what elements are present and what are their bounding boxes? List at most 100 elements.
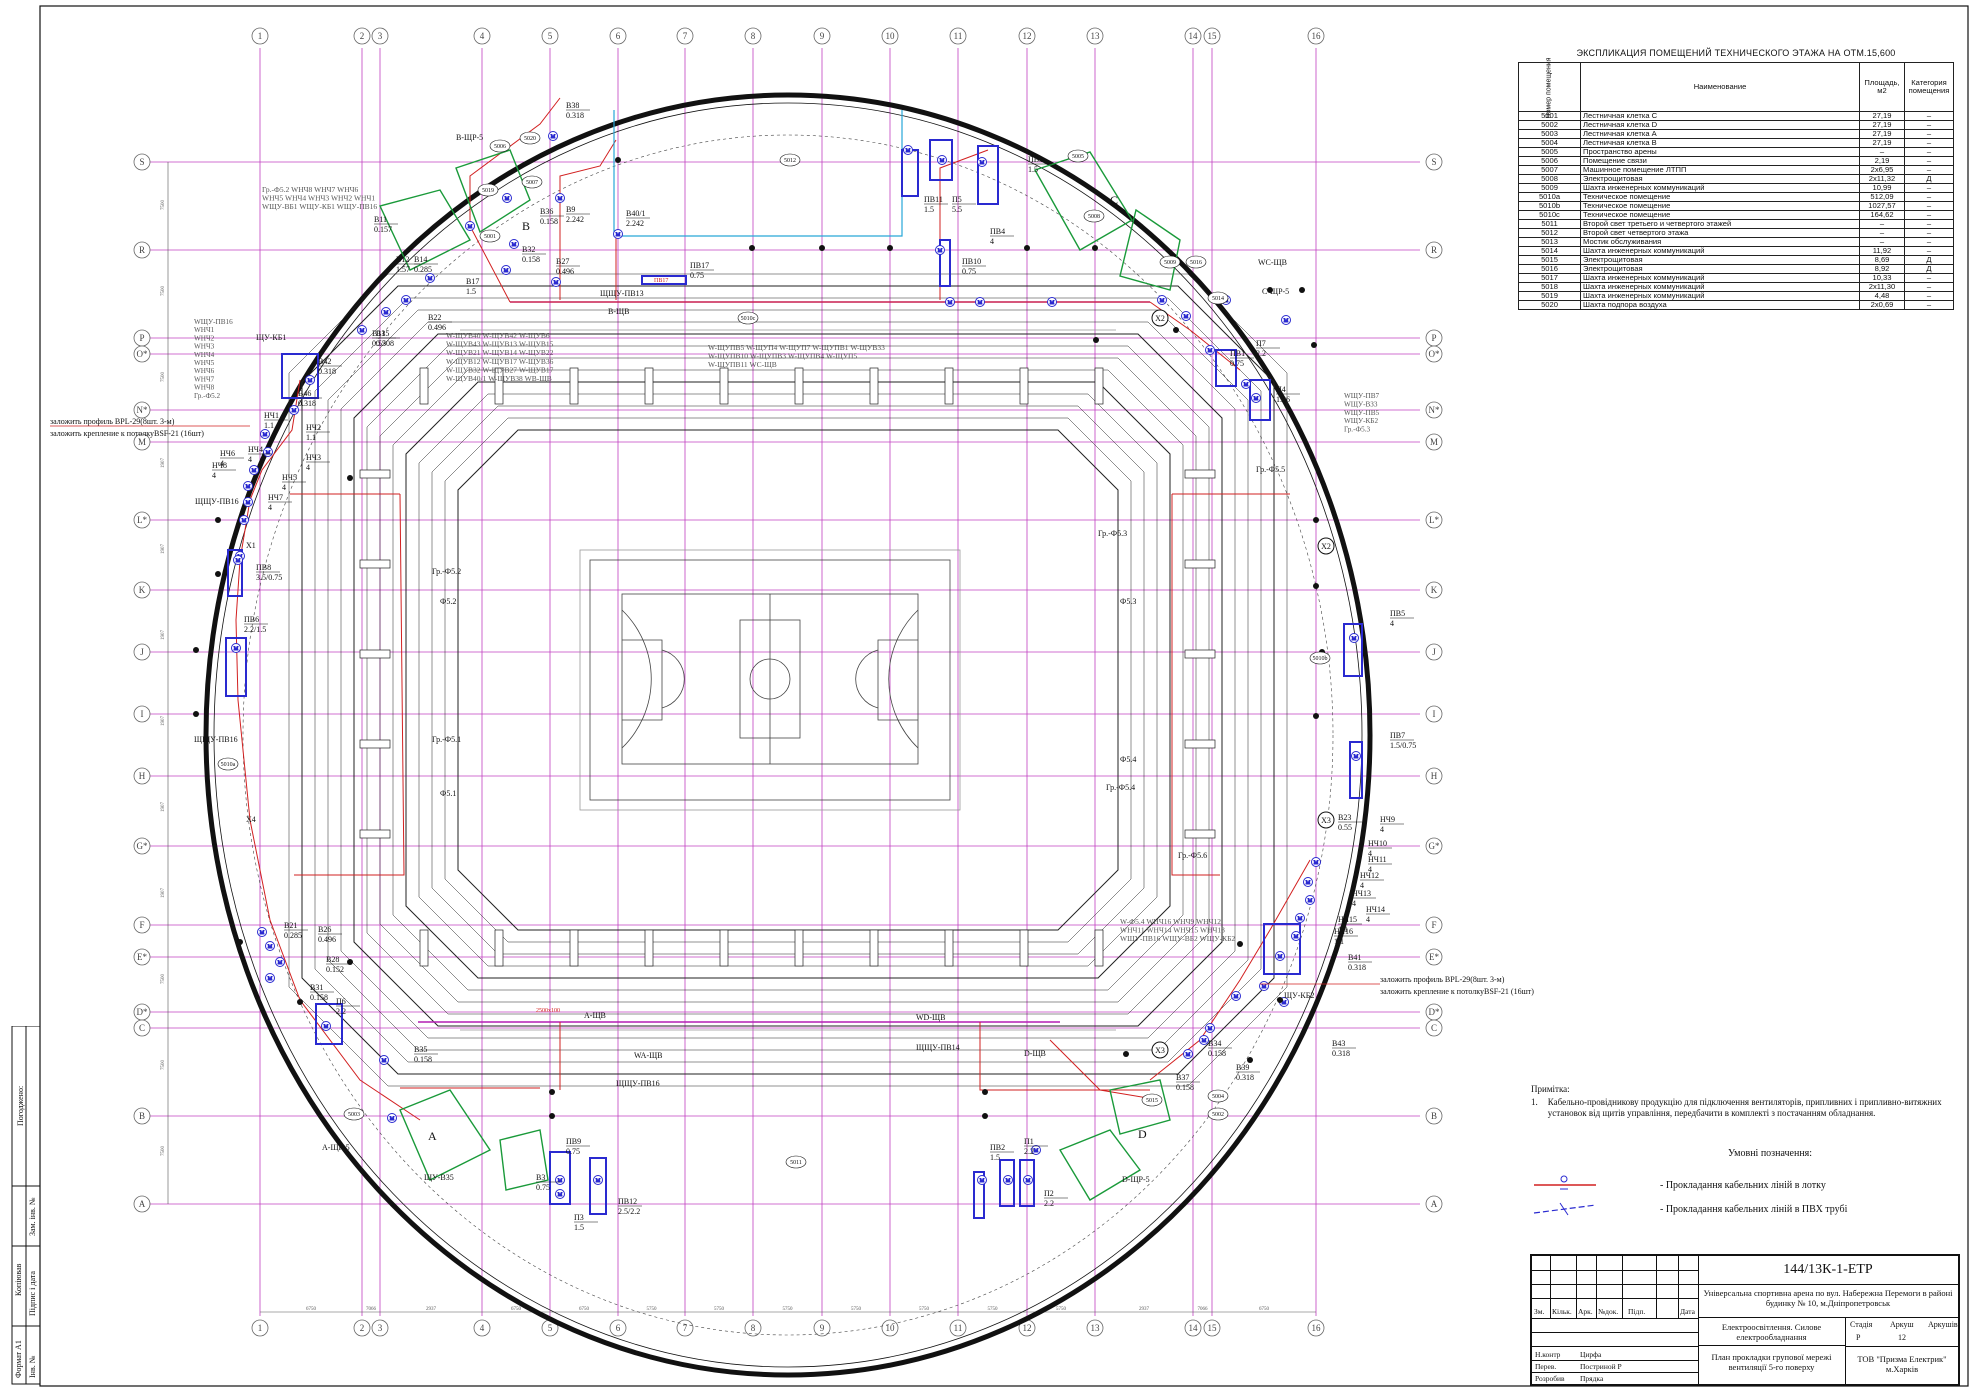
svg-text:13: 13 [1091, 1323, 1101, 1333]
motor-icon: M [289, 405, 299, 415]
cable-list: W-ЩУВ40 W-ЩУВ42 W-ЩУВ6 [446, 331, 550, 340]
annotation-left-profile: заложить профиль BPL-29(8шт. 3-м) [50, 417, 175, 426]
axis-bubble-bottom: 14 [1184, 1319, 1202, 1337]
unit-pv9 [549, 1151, 571, 1205]
svg-text:7: 7 [683, 31, 688, 41]
motor-icon: M [321, 1021, 331, 1031]
svg-text:M: M [278, 961, 283, 966]
svg-text:13: 13 [1091, 31, 1101, 41]
b37-label: В37 [1176, 1073, 1189, 1082]
svg-text:N*: N* [1429, 405, 1440, 415]
stair-b: B [522, 219, 530, 233]
axis-bubble-right: E* [1425, 948, 1443, 966]
b31-value: 0.158 [310, 993, 328, 1002]
axis-bubble-right: N* [1425, 401, 1443, 419]
motor-icon: M [935, 245, 945, 255]
svg-text:10: 10 [886, 31, 896, 41]
annotation-right-profile: заложить профиль BPL-29(8шт. 3-м) [1380, 975, 1505, 984]
p4-label: П4 [1276, 385, 1286, 394]
pv1-label: ПВ1 [1230, 349, 1245, 358]
west-list-item: WНЧ4 [194, 351, 215, 359]
p1-label: П1 [1024, 1137, 1034, 1146]
svg-text:7: 7 [683, 1323, 688, 1333]
grid-bubbles: 1122334455667788991010111112121313141415… [133, 27, 1443, 1337]
svg-text:F: F [1431, 920, 1436, 930]
object-name: Універсальна спортивна арена по вул. Наб… [1698, 1284, 1958, 1318]
b38-label: В38 [566, 101, 579, 110]
panel-d_shchr5: D-ЩР-5 [1122, 1175, 1150, 1184]
cable-list: W-ЩУВ12 W-ЩУВ17 W-ЩУВ36 [446, 357, 554, 366]
svg-text:5002: 5002 [1212, 1112, 1224, 1118]
motor-icon: M [379, 1055, 389, 1065]
col-area: Площадь, м2 [1859, 62, 1905, 112]
svg-text:C: C [1431, 1023, 1437, 1033]
nch14-value: 4 [1366, 915, 1370, 924]
unit-pv6 [225, 637, 247, 697]
room-tag-r5005: 5005 [1067, 149, 1089, 163]
dim-left: 7500 [161, 286, 166, 297]
west-list-item: WНЧ1 [194, 326, 215, 334]
p5-label: П5 [952, 195, 962, 204]
b46-label: В46 [298, 389, 311, 398]
svg-text:5: 5 [548, 1323, 553, 1333]
sheet-frame [39, 5, 1969, 1387]
dim-left: 7500 [161, 372, 166, 383]
pv8-value: 3.5/0.75 [256, 573, 282, 582]
svg-text:S: S [139, 157, 144, 167]
axis-bubble-bottom: 1 [251, 1319, 269, 1337]
svg-text:M: M [505, 197, 510, 202]
svg-text:M: M [1034, 1149, 1039, 1154]
nch2-label: НЧ2 [306, 423, 321, 432]
pv17-label: ПВ17 [690, 261, 709, 270]
motor-icon: M [1031, 1145, 1041, 1155]
motor-icon: M [425, 273, 435, 283]
room-number: 5020 [1517, 300, 1582, 310]
motor-icon: M [1259, 981, 1269, 991]
cable-list: W-ЩУВ40/1 W-ЩУВ38 WB-ЩВ [446, 374, 552, 383]
svg-text:I: I [141, 709, 144, 719]
axis-bubble-top: 3 [371, 27, 389, 45]
svg-text:M: M [260, 931, 265, 936]
axis-bubble-right: J [1425, 643, 1443, 661]
b42-value: 0.318 [318, 367, 336, 376]
b26-label: В26 [318, 925, 331, 934]
unit-pv10 [939, 239, 951, 287]
b26-value: 0.496 [318, 935, 336, 944]
dim-left: 7500 [161, 200, 166, 211]
svg-text:M: M [1298, 917, 1303, 922]
group-f54: Ф5.4 [1120, 755, 1136, 764]
dim-bottom: 5750 [783, 1307, 794, 1312]
room-tag-r5016: 5016 [1185, 255, 1207, 269]
margin-pogodzheno: Погоджено: [16, 1085, 25, 1126]
stair-a: A [428, 1129, 437, 1143]
dim-bottom: 5750 [919, 1307, 930, 1312]
legend-pipe-label: - Прокладання кабельних ліній в ПВХ труб… [1660, 1203, 1848, 1215]
svg-text:M: M [906, 149, 911, 154]
motor-icon: M [1241, 379, 1251, 389]
note-item: 1. Кабельно-провідникову продукцію для п… [1531, 1097, 1951, 1119]
motor-icon: M [1205, 345, 1215, 355]
p1-value: 2.2 [1024, 1147, 1034, 1156]
note-number: 1. [1531, 1097, 1538, 1107]
unit-pv1 [1215, 349, 1237, 387]
columns [193, 157, 1325, 1119]
cable-list: W-ЩУПВ5 W-ЩУП4 W-ЩУП7 W-ЩУПВ1 W-ЩУВ33 [708, 343, 885, 352]
svg-text:2: 2 [360, 31, 365, 41]
b38-value: 0.318 [566, 111, 584, 120]
motor-icon: M [401, 295, 411, 305]
svg-text:M: M [138, 437, 146, 447]
svg-text:M: M [268, 977, 273, 982]
stage-header: Стадія [1850, 1320, 1873, 1329]
b28-label: В28 [326, 955, 339, 964]
svg-text:5010c: 5010c [741, 316, 756, 322]
axis-bubble-left: N* [133, 401, 151, 419]
axis-bubble-right: I [1425, 705, 1443, 723]
dim-bottom: 6750 [511, 1307, 522, 1312]
nch3-value: 4 [306, 463, 310, 472]
margin-format: Формат А1 [14, 1340, 23, 1378]
dim-left: 1907 [161, 630, 166, 641]
room-category: – [1904, 300, 1954, 310]
panel-wc_shchv: WC-ЩВ [1258, 258, 1287, 267]
margin-kopiuvav: Копіював [14, 1263, 23, 1296]
